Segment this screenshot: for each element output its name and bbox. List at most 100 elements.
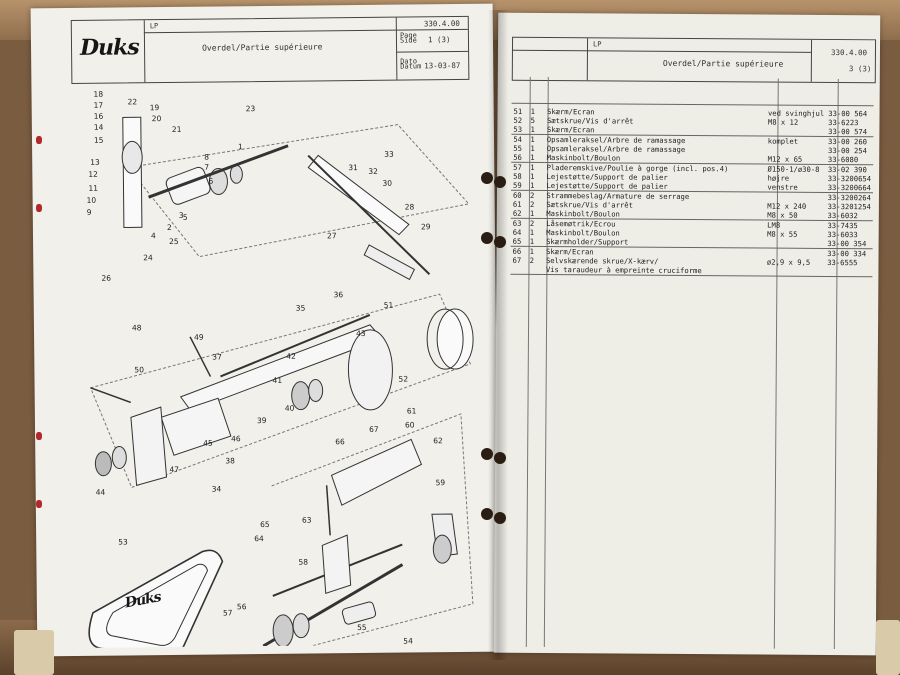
right-header-box: LP Overdel/Partie supérieure 330.4.00 3 … <box>511 36 877 84</box>
callout-61: 61 <box>406 406 417 416</box>
type-code: LP <box>149 22 159 31</box>
callout-27: 27 <box>326 231 337 241</box>
callout-11: 11 <box>88 183 99 193</box>
callout-14: 14 <box>93 122 104 132</box>
callout-54: 54 <box>403 636 413 646</box>
callout-46: 46 <box>231 434 241 444</box>
callout-18: 18 <box>93 89 104 99</box>
callout-9: 9 <box>86 207 92 217</box>
page-number: 1 (3) <box>427 35 451 45</box>
callout-4: 4 <box>150 231 156 241</box>
right-page: LP Overdel/Partie supérieure 330.4.00 3 … <box>493 12 881 656</box>
callout-49: 49 <box>194 332 204 342</box>
header-rule <box>511 102 874 107</box>
callout-38: 38 <box>225 456 235 466</box>
callout-55: 55 <box>357 622 367 633</box>
callout-28: 28 <box>404 202 415 212</box>
callout-21: 21 <box>171 124 182 134</box>
callout-64: 64 <box>254 534 264 544</box>
page-number-right: 3 (3) <box>848 64 872 74</box>
callout-59: 59 <box>435 478 446 488</box>
wooden-post-left <box>14 630 54 675</box>
binder-hole <box>494 512 506 524</box>
binder-hole <box>481 232 493 244</box>
callout-42: 42 <box>286 351 296 361</box>
callout-8: 8 <box>204 152 210 162</box>
callout-26: 26 <box>101 273 112 283</box>
binder-hole <box>494 236 506 248</box>
callout-40: 40 <box>284 403 295 413</box>
callout-65: 65 <box>259 519 270 530</box>
callout-36: 36 <box>333 290 344 300</box>
callout-17: 17 <box>93 100 104 110</box>
callout-34: 34 <box>211 484 222 494</box>
callout-22: 22 <box>127 97 138 107</box>
exploded-parts-diagram <box>88 116 474 649</box>
callout-53: 53 <box>118 537 128 547</box>
callout-63: 63 <box>301 515 312 525</box>
callout-31: 31 <box>348 163 358 173</box>
binder-hole <box>481 172 493 184</box>
edge-mark <box>36 136 42 144</box>
page-title-right: Overdel/Partie supérieure <box>662 58 784 69</box>
callout-16: 16 <box>93 111 104 121</box>
edge-mark <box>36 500 42 508</box>
callout-25: 25 <box>169 236 179 246</box>
duks-logo: Duks <box>79 34 139 61</box>
callout-47: 47 <box>169 464 180 475</box>
callout-44: 44 <box>95 487 106 497</box>
callout-50: 50 <box>134 365 145 375</box>
binder-hole <box>494 176 506 188</box>
callout-51: 51 <box>383 300 394 310</box>
callout-62: 62 <box>433 436 443 446</box>
callout-41: 41 <box>272 375 283 385</box>
callout-52: 52 <box>398 374 409 384</box>
callout-33: 33 <box>384 149 394 159</box>
table-row: Vis taraudeur à empreinte cruciforme <box>510 264 873 277</box>
callout-6: 6 <box>208 176 214 186</box>
callout-67: 67 <box>368 424 379 434</box>
callout-23: 23 <box>245 104 256 114</box>
date-value: 13-03-87 <box>424 60 461 71</box>
callout-48: 48 <box>131 323 142 333</box>
binder-hole <box>494 452 506 464</box>
callout-15: 15 <box>93 135 104 145</box>
callout-19: 19 <box>149 103 160 113</box>
binder-hole <box>481 508 493 520</box>
callout-12: 12 <box>88 169 98 179</box>
doc-number-right: 330.4.00 <box>830 47 868 58</box>
callout-58: 58 <box>298 557 309 567</box>
callout-57: 57 <box>222 608 233 618</box>
callout-29: 29 <box>420 222 431 232</box>
callout-1: 1 <box>238 142 243 152</box>
type-code-right: LP <box>592 40 602 49</box>
callout-20: 20 <box>151 114 162 124</box>
left-page: Duks LP Overdel/Partie supérieure 330.4.… <box>30 3 500 657</box>
callout-39: 39 <box>256 415 267 426</box>
callout-43: 43 <box>355 328 366 339</box>
callout-56: 56 <box>236 602 247 612</box>
callout-13: 13 <box>90 157 100 167</box>
side-label: Side <box>399 36 417 45</box>
datum-label: Datum <box>400 62 422 71</box>
edge-mark <box>36 204 42 212</box>
callout-35: 35 <box>295 303 306 313</box>
callout-32: 32 <box>368 166 378 176</box>
callout-30: 30 <box>382 178 393 188</box>
callout-3: 3 <box>178 210 184 220</box>
callout-10: 10 <box>86 195 97 205</box>
doc-number: 330.4.00 <box>423 18 460 29</box>
callout-37: 37 <box>212 352 222 362</box>
callout-24: 24 <box>143 253 153 263</box>
book-spine <box>488 10 508 660</box>
callout-66: 66 <box>335 437 345 447</box>
page-title: Overdel/Partie supérieure <box>201 42 323 53</box>
left-header-box: Duks LP Overdel/Partie supérieure 330.4.… <box>70 15 470 85</box>
binder-hole <box>481 448 493 460</box>
callout-45: 45 <box>203 438 213 448</box>
callout-60: 60 <box>404 420 415 430</box>
edge-mark <box>36 432 42 440</box>
callout-7: 7 <box>204 162 210 172</box>
wooden-post-right <box>876 620 900 675</box>
